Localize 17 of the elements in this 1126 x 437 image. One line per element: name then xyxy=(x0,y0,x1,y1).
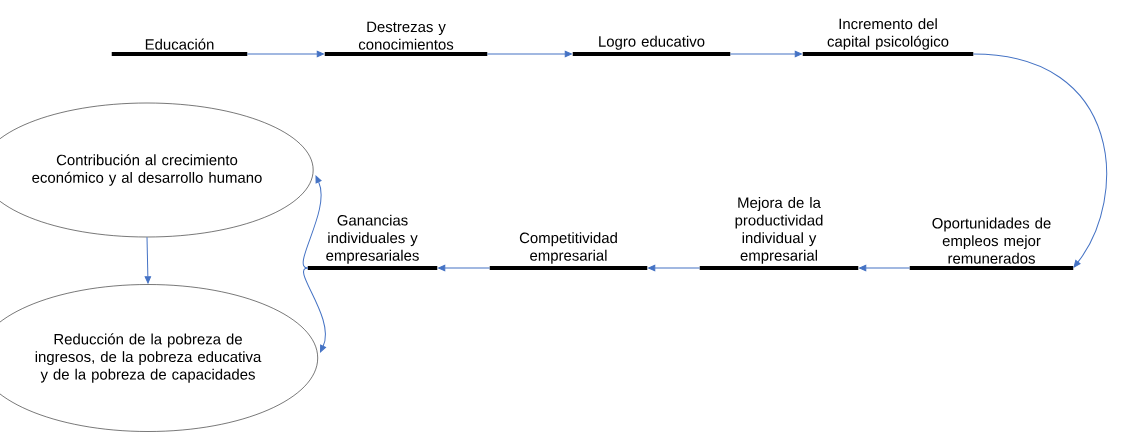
arrow xyxy=(729,50,802,58)
underlined-label: Incremento del capital psicológico xyxy=(802,18,974,56)
underlined-label: Educación xyxy=(111,38,248,56)
arrow xyxy=(438,264,491,272)
arrow xyxy=(246,50,324,58)
arrow xyxy=(972,53,1108,268)
arrow xyxy=(303,267,327,353)
underlined-label: Logro educativo xyxy=(572,35,731,56)
arrow xyxy=(302,175,322,269)
underlined-label: Competitividad empresarial xyxy=(489,232,648,270)
arrow xyxy=(859,264,911,272)
arrow xyxy=(486,50,572,58)
underlined-label: Mejora de la productividad individual y empresarial xyxy=(699,197,859,270)
underlined-label: Oportunidades de empleos mejor remunerados xyxy=(909,217,1074,270)
arrow xyxy=(144,236,152,284)
arrow xyxy=(648,264,701,272)
underlined-label: Destrezas y conocimientos xyxy=(324,21,488,56)
